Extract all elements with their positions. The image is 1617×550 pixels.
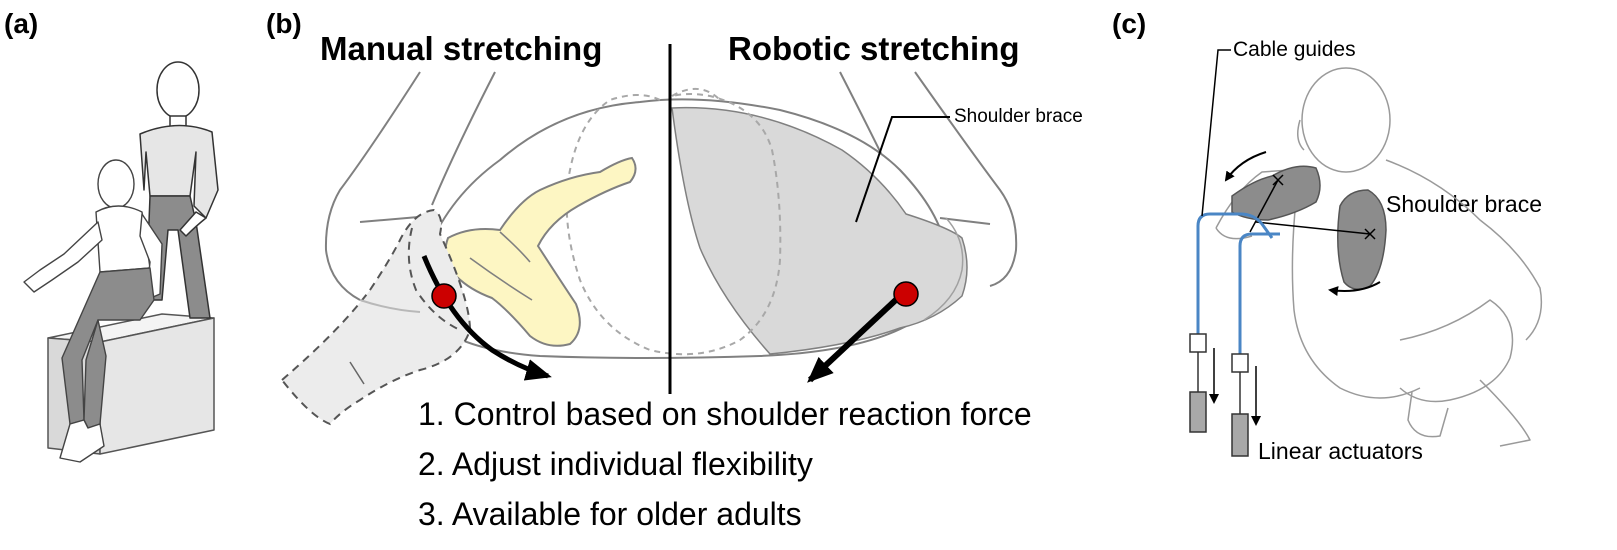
shoulder-brace-left-c (1231, 165, 1321, 221)
cable-guide-left (1196, 212, 1274, 336)
cable-guide-right (1238, 232, 1280, 356)
panel-b-illustration (280, 44, 1018, 426)
cable-guides-leader (1201, 49, 1231, 217)
therapist-figure (139, 61, 219, 319)
linear-actuator-right (1231, 353, 1261, 457)
humeral-head-outline (565, 93, 782, 356)
panel-c-label: (c) (1112, 8, 1147, 39)
shoulder-brace-right-c (1337, 189, 1387, 290)
robotic-force-point (893, 281, 919, 307)
point-2: 2. Adjust individual flexibility (418, 446, 813, 482)
shoulder-brace-callout-c: Shoulder brace (1386, 191, 1542, 217)
manual-stretching-heading: Manual stretching (320, 30, 603, 67)
panel-b-label: (b) (266, 8, 302, 39)
brace-leader-line-b (855, 116, 950, 223)
manual-force-point (431, 283, 457, 309)
shoulder-brace-b (671, 106, 968, 355)
shoulder-brace-callout-b: Shoulder brace (954, 106, 1083, 127)
patient-figure (23, 159, 163, 463)
robotic-force-arrow (807, 293, 903, 383)
panel-a-label: (a) (4, 8, 39, 39)
point-3: 3. Available for older adults (418, 496, 802, 532)
panel-a-illustration (23, 61, 219, 463)
linear-actuators-callout: Linear actuators (1258, 438, 1423, 464)
point-1: 1. Control based on shoulder reaction fo… (418, 396, 1032, 432)
panel-c-illustration (1189, 49, 1543, 457)
therapist-hand (280, 208, 472, 426)
linear-actuator-left (1189, 333, 1219, 433)
cable-guides-callout: Cable guides (1233, 38, 1356, 61)
scapula-bone (444, 156, 637, 347)
robotic-stretching-heading: Robotic stretching (728, 30, 1020, 67)
